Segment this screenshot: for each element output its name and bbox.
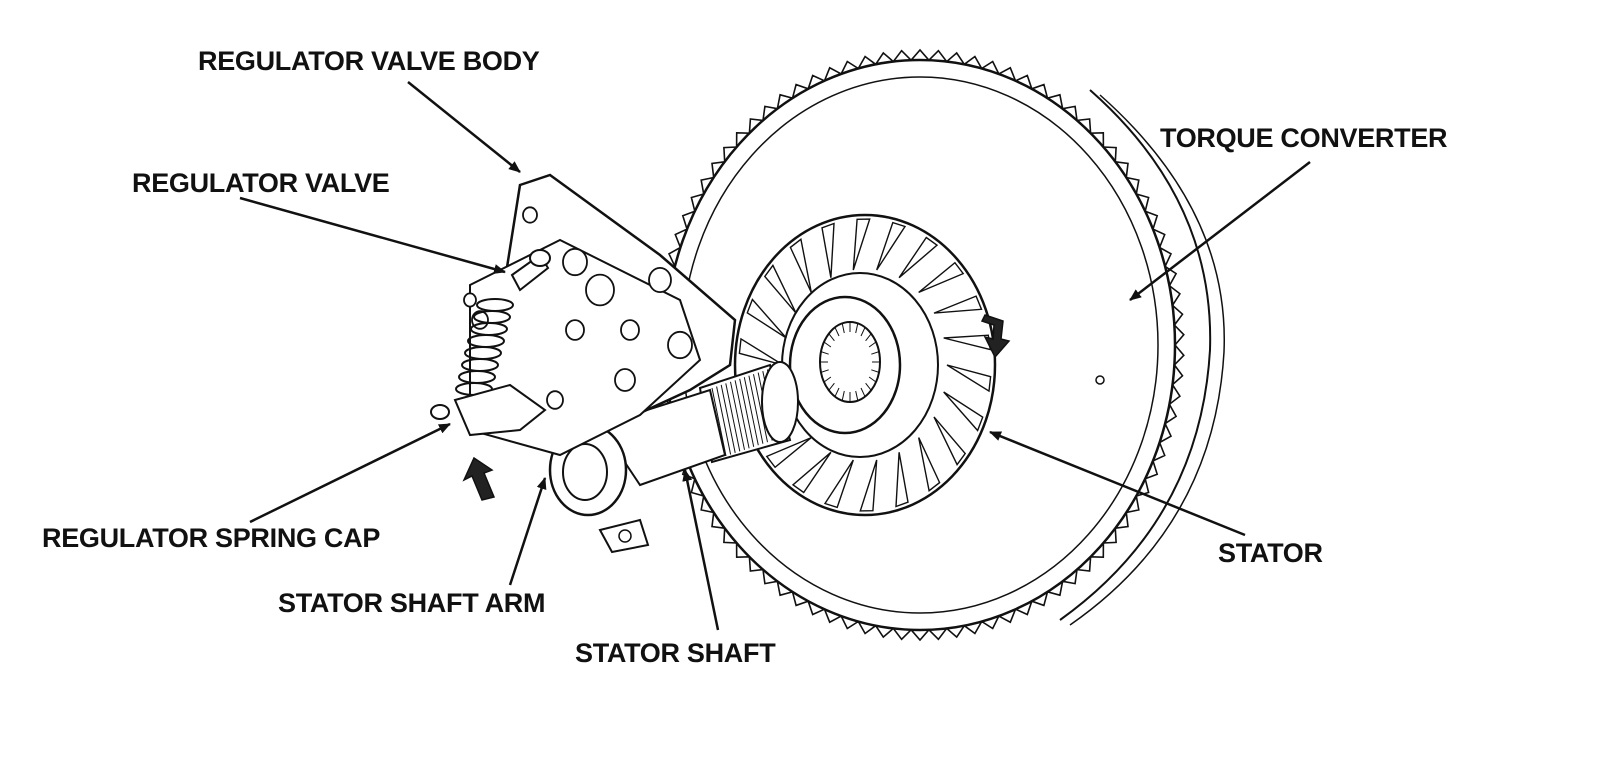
valve-body-boss	[463, 292, 477, 308]
hub-spline	[860, 387, 866, 397]
shaft-end	[761, 361, 799, 443]
stator-shaft-assembly	[548, 361, 799, 554]
stator-blade	[933, 416, 967, 466]
hub-spline	[841, 390, 845, 401]
stator-blade	[763, 264, 797, 314]
valve-body-boss	[667, 330, 693, 360]
converter-bolt	[1095, 375, 1105, 385]
shaft-spline	[720, 384, 736, 454]
stator-blade	[852, 218, 871, 271]
stator-blade	[746, 298, 787, 339]
shaft-spline	[743, 377, 759, 446]
shaft-arm-collar-bore	[562, 443, 608, 501]
hub-spline	[871, 351, 880, 355]
leader-stator	[989, 430, 1246, 537]
valve-body-boss	[648, 266, 672, 293]
hub-spline	[841, 323, 845, 334]
hub-spline	[855, 323, 859, 334]
stator-blades	[738, 218, 992, 512]
cap-rotation-arrow	[462, 456, 496, 501]
stator-rotation-arrow	[980, 314, 1011, 359]
regulator-valve-body-assembly	[430, 173, 737, 501]
label-stator: STATOR	[1218, 538, 1323, 568]
label-stator-shaft: STATOR SHAFT	[575, 638, 776, 668]
hub-spline	[871, 369, 880, 373]
valve-body-boss	[585, 273, 615, 307]
shaft-spline	[748, 375, 764, 444]
regulator-valve-tip	[529, 249, 551, 267]
hub-spline	[868, 376, 877, 383]
stator-blade	[821, 222, 835, 278]
converter-rim-edge	[1069, 94, 1225, 626]
valve-body-boss	[565, 319, 585, 341]
hub-spline	[820, 369, 829, 373]
leader-regulator-spring-cap	[249, 422, 451, 524]
stator-blade	[943, 391, 984, 432]
hub-spline	[820, 351, 829, 355]
stator-blade	[765, 436, 812, 469]
label-regulator-spring-cap: REGULATOR SPRING CAP	[42, 523, 381, 553]
leader-stator-shaft-arm	[508, 477, 547, 586]
regulator-spring-cap-body	[453, 383, 547, 437]
leader-regulator-valve-body	[407, 81, 521, 173]
shaft-spline	[730, 381, 745, 450]
regulator-spring-cap-pin	[430, 404, 450, 420]
valve-body-bosses	[463, 206, 693, 410]
hub-spline	[868, 341, 877, 348]
hub-spline	[834, 387, 840, 397]
stator-blade	[738, 337, 784, 366]
hub-spline	[865, 382, 872, 391]
hub-spline	[823, 376, 832, 383]
label-torque-converter: TORQUE CONVERTER	[1160, 123, 1448, 153]
stator-blade	[898, 236, 939, 279]
valve-body-boss	[620, 319, 640, 341]
hub-splines	[820, 322, 880, 402]
label-stator-shaft-arm: STATOR SHAFT ARM	[278, 588, 546, 618]
shaft-spline	[711, 387, 727, 457]
stator-blade	[946, 364, 992, 393]
stator-blade	[918, 261, 965, 294]
hub-spline	[828, 333, 835, 342]
stator-blade	[876, 221, 907, 271]
shaft-spline	[753, 374, 768, 443]
leader-stator-shaft	[682, 469, 720, 631]
shaft-spline	[725, 383, 741, 452]
hub-spline	[865, 333, 872, 342]
stator-blade	[791, 451, 832, 494]
shaft-arm-bolt	[618, 529, 632, 543]
stator-blade	[823, 459, 854, 509]
regulator-spring	[455, 298, 514, 396]
stator-blade	[789, 238, 812, 293]
shaft-spline	[739, 378, 755, 447]
hub-spline	[834, 327, 840, 337]
shaft-spline	[716, 386, 732, 455]
stator-blade	[859, 459, 878, 512]
hub-spline	[855, 390, 859, 401]
label-regulator-valve: REGULATOR VALVE	[132, 168, 390, 198]
valve-body-boss	[614, 368, 636, 392]
converter-rim	[1059, 89, 1212, 621]
hub-spline	[823, 341, 832, 348]
label-regulator-valve-body: REGULATOR VALVE BODY	[198, 46, 540, 76]
valve-body-boss	[562, 247, 588, 277]
leader-lines	[239, 81, 1311, 631]
stator-blade	[918, 437, 941, 492]
stator-blade	[895, 452, 909, 508]
leader-torque-converter	[1129, 161, 1311, 301]
leader-regulator-valve	[239, 196, 506, 274]
valve-body-boss	[546, 390, 564, 410]
hub-spline	[860, 327, 866, 337]
stator-blade	[933, 295, 983, 314]
hub-spline	[828, 382, 835, 391]
shaft-spline	[734, 380, 750, 449]
valve-body-boss	[522, 206, 538, 224]
torque-converter-assembly	[655, 48, 1225, 642]
